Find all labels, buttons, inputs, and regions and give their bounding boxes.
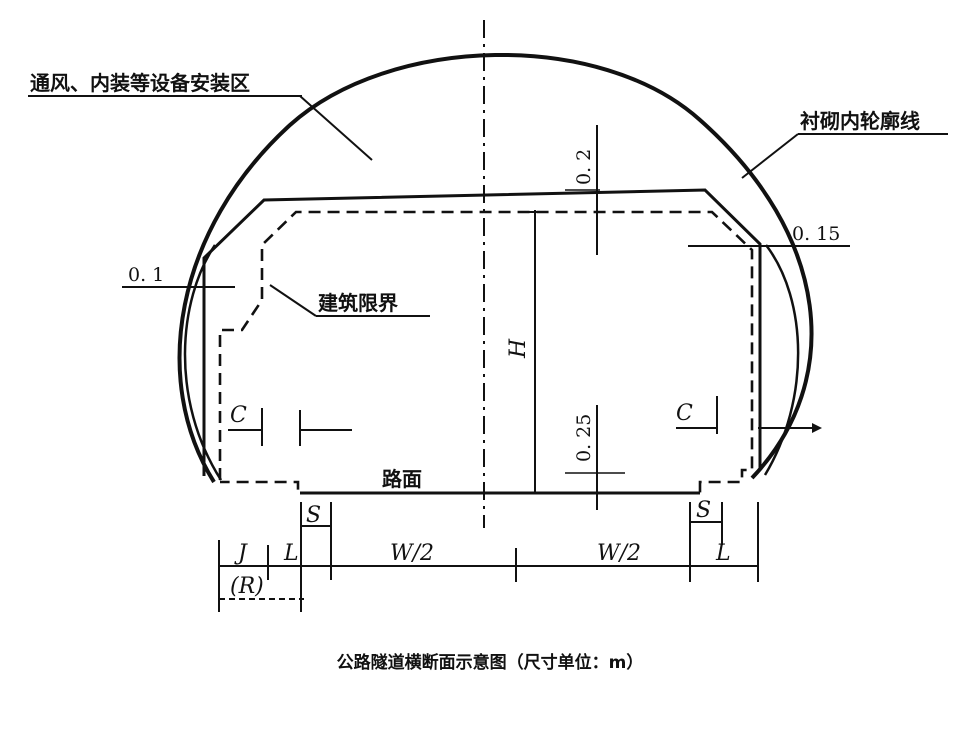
inner-contour-solid bbox=[202, 188, 762, 476]
r-label: (R) bbox=[230, 574, 264, 599]
clearance-outline-dashed bbox=[218, 210, 754, 495]
l-right-label: L bbox=[715, 541, 731, 566]
lining-contour-label: 衬砌内轮廓线 bbox=[800, 109, 920, 133]
dim-0-15-label: 0. 15 bbox=[792, 223, 840, 245]
w-half-right-label: W/2 bbox=[597, 541, 641, 566]
diagram-caption: 公路隧道横断面示意图（尺寸单位：m） bbox=[337, 652, 644, 673]
equipment-zone-leader bbox=[299, 95, 373, 161]
l-left-label: L bbox=[283, 541, 299, 566]
equipment-zone-label: 通风、内装等设备安装区 bbox=[30, 71, 250, 95]
w-half-left-label: W/2 bbox=[390, 541, 434, 566]
dim-0-1-label: 0. 1 bbox=[128, 264, 164, 286]
j-label: J bbox=[234, 541, 248, 566]
road-surface-label: 路面 bbox=[382, 467, 422, 491]
lining-contour-leader bbox=[741, 133, 799, 179]
c-right-label: C bbox=[676, 401, 693, 426]
clearance-label: 建筑限界 bbox=[318, 291, 398, 315]
c-right-arrowhead bbox=[812, 423, 822, 433]
dim-0-2-label: 0. 2 bbox=[573, 149, 595, 185]
clearance-leader bbox=[269, 284, 317, 317]
lining-outer-arc bbox=[177, 53, 814, 484]
height-label: H bbox=[506, 338, 531, 359]
s-right-label: S bbox=[696, 498, 711, 523]
lining-inner-arc bbox=[183, 244, 800, 481]
s-left-label: S bbox=[306, 503, 321, 528]
c-left-label: C bbox=[230, 403, 247, 428]
dim-0-25-label: 0. 25 bbox=[573, 414, 595, 462]
